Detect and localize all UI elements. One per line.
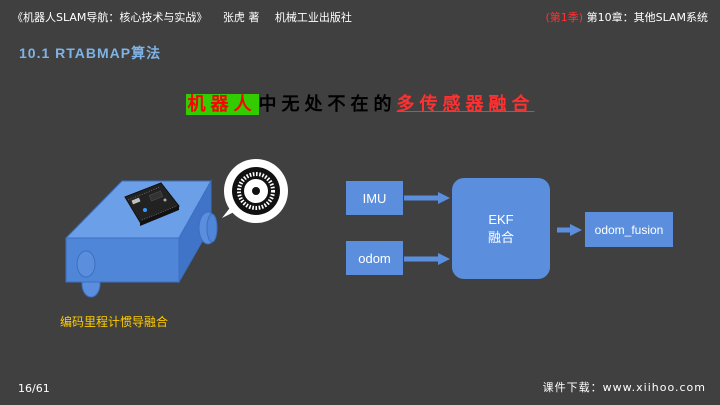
odom-box: odom [346, 241, 403, 275]
ekf-box: EKF 融合 [452, 178, 550, 279]
chapter-indicator: (第1季) 第10章：其他SLAM系统 [546, 9, 708, 25]
page-number: 16/61 [18, 382, 50, 395]
author: 张虎 著 [222, 11, 260, 24]
headline-robot: 机器人 [185, 94, 259, 115]
ekf-fusion-label: 融合 [487, 229, 514, 245]
headline: 机器人中无处不在的多传感器融合 [0, 90, 720, 116]
wheel-front-left [76, 250, 96, 278]
top-bar: 《机器人SLAM导航：核心技术与实战》 张虎 著 机械工业出版社 (第1季) 第… [0, 0, 720, 30]
encoder-callout [222, 159, 288, 223]
book-title: 《机器人SLAM导航：核心技术与实战》 [12, 11, 208, 24]
section-title: 10.1 RTABMAP算法 [19, 45, 162, 61]
odom-label: odom [358, 250, 391, 266]
chapter-label: 第10章：其他SLAM系统 [586, 11, 708, 24]
headline-fusion: 多传感器融合 [396, 94, 535, 115]
odom-fusion-box: odom_fusion [585, 212, 673, 247]
download-link[interactable]: 课件下载：www.xiihoo.com [542, 381, 706, 394]
ekf-label: EKF [488, 211, 514, 227]
odom-fusion-label: odom_fusion [594, 222, 664, 237]
flow-arrows [404, 192, 582, 265]
imu-box: IMU [346, 181, 403, 215]
season-label: (第1季) [545, 11, 584, 24]
publisher: 机械工业出版社 [274, 11, 352, 24]
diagram-caption: 编码里程计惯导融合 [60, 315, 169, 329]
headline-middle: 中无处不在的 [258, 94, 397, 115]
imu-label: IMU [362, 190, 387, 206]
book-title-line: 《机器人SLAM导航：核心技术与实战》 张虎 著 机械工业出版社 [12, 9, 352, 25]
circuit-board [124, 182, 180, 226]
